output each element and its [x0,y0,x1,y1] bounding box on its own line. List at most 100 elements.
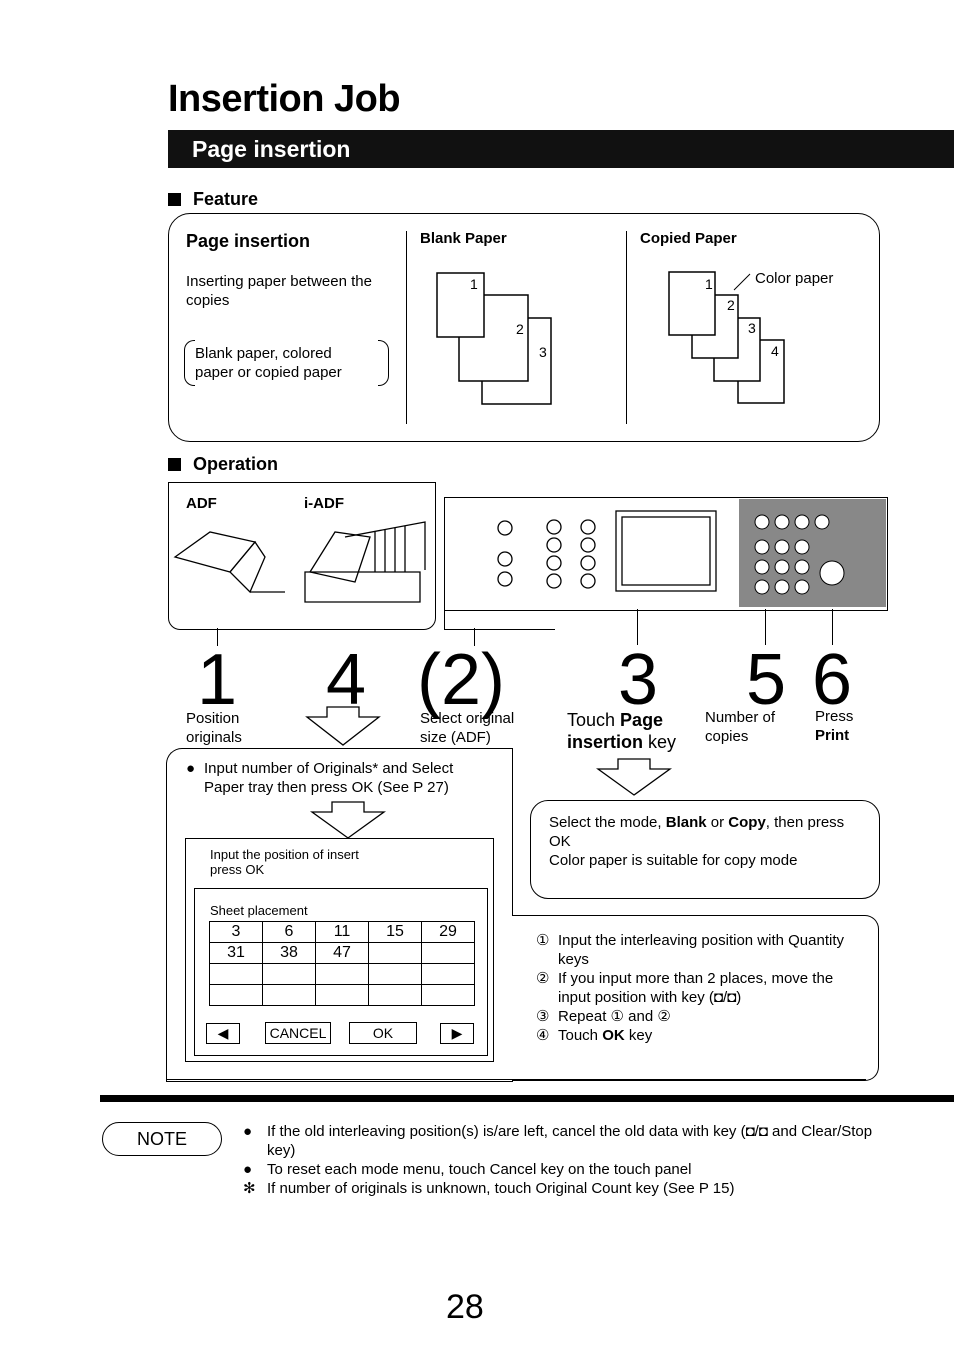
leader-line [217,628,218,646]
grid-cell[interactable] [368,984,422,1006]
leader-line [765,609,766,645]
down-arrow-icon [305,706,381,746]
feature-col3-title: Copied Paper [640,230,737,247]
table-row [209,984,475,1006]
feature-heading: Feature [168,189,258,210]
step-2-number: (2) [417,640,505,720]
iadf-label: i-ADF [304,495,344,512]
grid-cell[interactable] [368,963,422,985]
screen-prompt: Input the position of insert press OK [210,847,359,877]
step-1-number: 1 [197,640,238,720]
sheet-number: 3 [539,344,547,360]
triangle-left-icon: ◀ [217,1025,229,1041]
leader-line [832,609,833,645]
divider [512,748,513,916]
grid-cell[interactable] [209,984,263,1006]
list-item: ③ Repeat ① and ② [536,1008,671,1025]
page-title: Insertion Job [168,78,401,120]
mode-instruction: Select the mode, Blank or Copy, then pre… [549,814,845,850]
grid-cell[interactable]: 29 [421,921,475,943]
panel-leader [444,609,555,630]
grid-cell[interactable] [421,963,475,985]
copied-number: 1 [705,276,713,292]
color-paper-label: Color paper [755,270,834,287]
step-4-number: 4 [326,640,367,720]
separator-rule [100,1095,954,1102]
section-bar-label: Page insertion [192,136,351,162]
mode-box [530,800,880,899]
section-bar: Page insertion [168,130,954,168]
table-row [209,963,475,985]
grid-cell[interactable] [315,984,369,1006]
steps-list: ① Input the interleaving position with Q… [536,931,866,1045]
grid-cell[interactable]: 38 [262,942,316,964]
feature-box [168,213,880,442]
divider [406,231,407,424]
next-position-button[interactable]: ▶ [440,1023,474,1044]
feature-col1-text: Inserting paper between the copies [186,273,372,309]
square-bullet-icon [168,193,181,206]
down-arrow-icon [596,758,672,796]
grid-cell[interactable]: 3 [209,921,263,943]
grid-cell[interactable] [262,963,316,985]
grid-cell[interactable] [209,963,263,985]
mode-note: Color paper is suitable for copy mode [549,852,798,869]
paren-right [378,340,389,386]
copied-paper-illustration [668,271,785,404]
note-label: NOTE [102,1122,222,1156]
square-bullet-icon [168,458,181,471]
table-row: 3 6 11 15 29 [209,921,475,943]
step-5-number: 5 [746,640,787,720]
operation-heading: Operation [168,454,278,475]
leader-line [474,628,475,646]
grid-cell[interactable]: 47 [315,942,369,964]
list-item: ① Input the interleaving position with Q… [536,932,845,968]
list-item: ② If you input more than 2 places, move … [536,970,834,1006]
list-item: ●To reset each mode menu, touch Cancel k… [243,1161,692,1178]
grid-cell[interactable] [262,984,316,1006]
sheet-number: 1 [470,276,478,292]
touch-screen [185,838,494,1062]
note-list: ●If the old interleaving position(s) is/… [243,1122,883,1198]
grid-cell[interactable] [421,942,475,964]
step-6-number: 6 [812,640,853,720]
sheet-placement-label: Sheet placement [210,903,308,918]
leader-line [637,609,638,645]
triangle-right-icon: ▶ [451,1025,463,1041]
adf-label: ADF [186,495,217,512]
step-1-text: Position originals [186,710,242,746]
copied-number: 4 [771,343,779,359]
grid-cell[interactable]: 15 [368,921,422,943]
blank-paper-illustration [436,272,552,405]
page-number: 28 [446,1288,484,1326]
bullet-icon: ● [186,760,196,777]
divider [166,1079,866,1080]
left-instruction: ● Input number of Originals* and Select … [186,760,454,796]
grid-cell[interactable]: 6 [262,921,316,943]
sheet-placement-panel [194,888,488,1056]
ok-button[interactable]: OK [349,1022,417,1044]
control-panel [444,497,888,611]
right-steps-box [512,915,879,1081]
table-row: 31 38 47 [209,942,475,964]
copied-number: 2 [727,297,735,313]
paren-left [184,340,195,386]
grid-cell[interactable]: 11 [315,921,369,943]
grid-cell[interactable]: 31 [209,942,263,964]
list-item: ✻If number of originals is unknown, touc… [243,1180,735,1197]
feature-col1-note: Blank paper, colored paper or copied pap… [195,345,342,381]
grid-cell[interactable] [421,984,475,1006]
list-item: ④ Touch OK key [536,1027,653,1044]
divider [626,231,627,424]
cancel-button[interactable]: CANCEL [265,1022,331,1044]
grid-cell[interactable] [368,942,422,964]
control-panel-illustration [497,499,886,607]
adf-illustration [173,521,426,603]
copied-number: 3 [748,320,756,336]
feature-col2-title: Blank Paper [420,230,507,247]
grid-cell[interactable] [315,963,369,985]
feature-col1-title: Page insertion [186,231,311,251]
down-arrow-icon [310,801,386,839]
prev-position-button[interactable]: ◀ [206,1023,240,1044]
